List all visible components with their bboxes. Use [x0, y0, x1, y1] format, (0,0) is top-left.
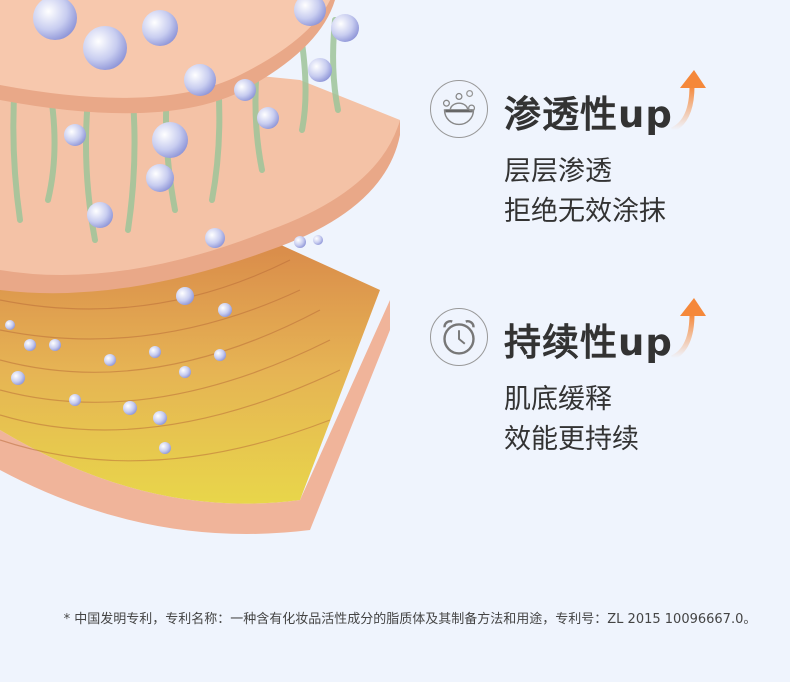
feature-desc-line: 拒绝无效涂抹 — [504, 196, 666, 227]
feature-desc-line: 效能更持续 — [504, 424, 639, 455]
skin-layers-illustration — [0, 0, 400, 534]
skin-absorption-icon — [430, 80, 488, 138]
feature-title: 持续性up — [504, 321, 673, 364]
feature-desc-line: 层层渗透 — [504, 156, 612, 187]
alarm-clock-icon — [430, 308, 488, 366]
feature-title: 渗透性up — [504, 93, 673, 136]
feature-desc-line: 肌底缓释 — [504, 384, 612, 415]
up-arrow-icon — [670, 298, 706, 360]
up-arrow-icon — [670, 70, 706, 132]
patent-footnote: * 中国发明专利，专利名称：一种含有化妆品活性成分的脂质体及其制备方法和用途，专… — [63, 612, 757, 627]
